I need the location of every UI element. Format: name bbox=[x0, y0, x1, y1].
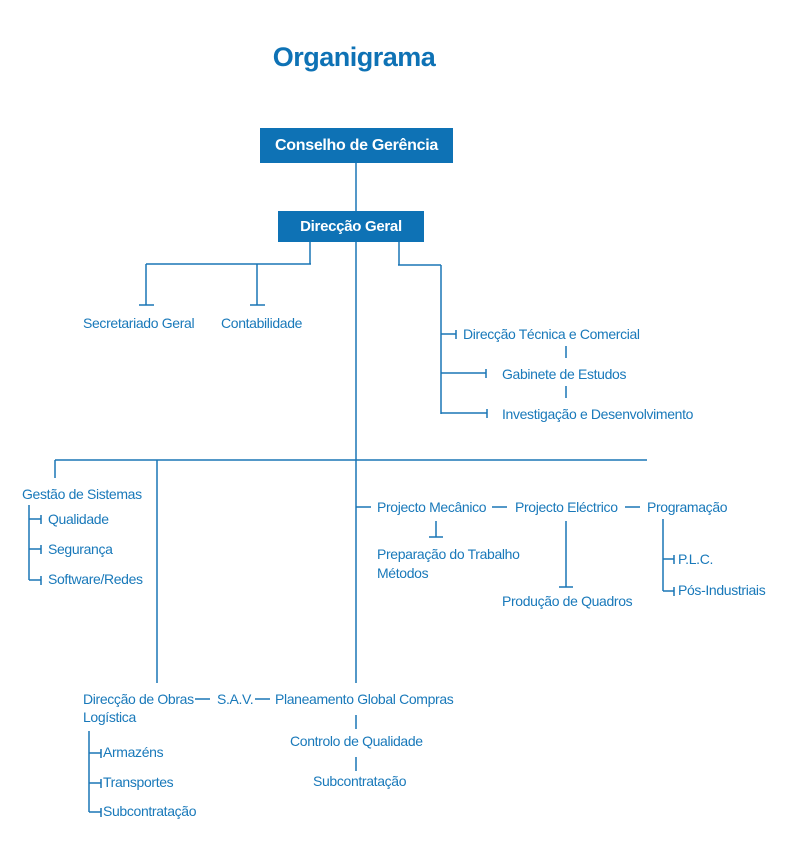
node-direccao-de-obras: Direcção de Obras bbox=[83, 691, 194, 707]
node-pos-industriais: Pós-Industriais bbox=[678, 582, 766, 598]
connector-programacao-children bbox=[662, 519, 675, 596]
connector-technical-trunk bbox=[398, 242, 442, 414]
node-gestao-de-sistemas: Gestão de Sistemas bbox=[22, 486, 142, 502]
node-projecto-mecanico: Projecto Mecânico bbox=[377, 499, 487, 515]
node-preparacao-trabalho-line2: Métodos bbox=[377, 565, 429, 581]
node-direccao-tecnica-comercial: Direcção Técnica e Comercial bbox=[463, 326, 640, 342]
node-secretariado-geral: Secretariado Geral bbox=[83, 315, 195, 331]
node-software-redes: Software/Redes bbox=[48, 571, 143, 587]
node-seguranca: Segurança bbox=[48, 541, 113, 557]
node-transportes: Transportes bbox=[103, 774, 174, 790]
node-programacao: Programação bbox=[647, 499, 728, 515]
connector-electrico-to-producao bbox=[559, 521, 573, 588]
node-gabinete-de-estudos: Gabinete de Estudos bbox=[502, 366, 627, 382]
node-logistica: Logística bbox=[83, 709, 136, 725]
node-producao-de-quadros: Produção de Quadros bbox=[502, 593, 633, 609]
node-controlo-de-qualidade: Controlo de Qualidade bbox=[290, 733, 423, 749]
connector-mid-band bbox=[54, 459, 647, 683]
connector-technical-arms bbox=[441, 330, 488, 418]
node-investigacao-desenvolvimento: Investigação e Desenvolvimento bbox=[502, 406, 694, 422]
node-direccao-geral: Direcção Geral bbox=[278, 211, 424, 242]
page-title: Organigrama bbox=[272, 42, 436, 72]
connector-mecanico-to-preparacao bbox=[429, 521, 443, 538]
connector-logistica-children bbox=[88, 731, 102, 817]
node-subcontratacao-obras: Subcontratação bbox=[103, 803, 197, 819]
node-plc: P.L.C. bbox=[678, 551, 713, 567]
connector-staff-branch bbox=[139, 242, 311, 306]
connector-gestao-children bbox=[28, 505, 42, 585]
node-preparacao-trabalho-line1: Preparação do Trabalho bbox=[377, 546, 520, 562]
node-projecto-electrico: Projecto Eléctrico bbox=[515, 499, 618, 515]
node-armazens: Armazéns bbox=[103, 744, 164, 760]
node-conselho-de-gerencia: Conselho de Gerência bbox=[260, 128, 453, 163]
node-contabilidade: Contabilidade bbox=[221, 315, 303, 331]
node-planeamento-global-compras: Planeamento Global Compras bbox=[275, 691, 454, 707]
node-qualidade: Qualidade bbox=[48, 511, 109, 527]
node-sav: S.A.V. bbox=[217, 691, 254, 707]
node-subcontratacao-compras: Subcontratação bbox=[313, 773, 407, 789]
